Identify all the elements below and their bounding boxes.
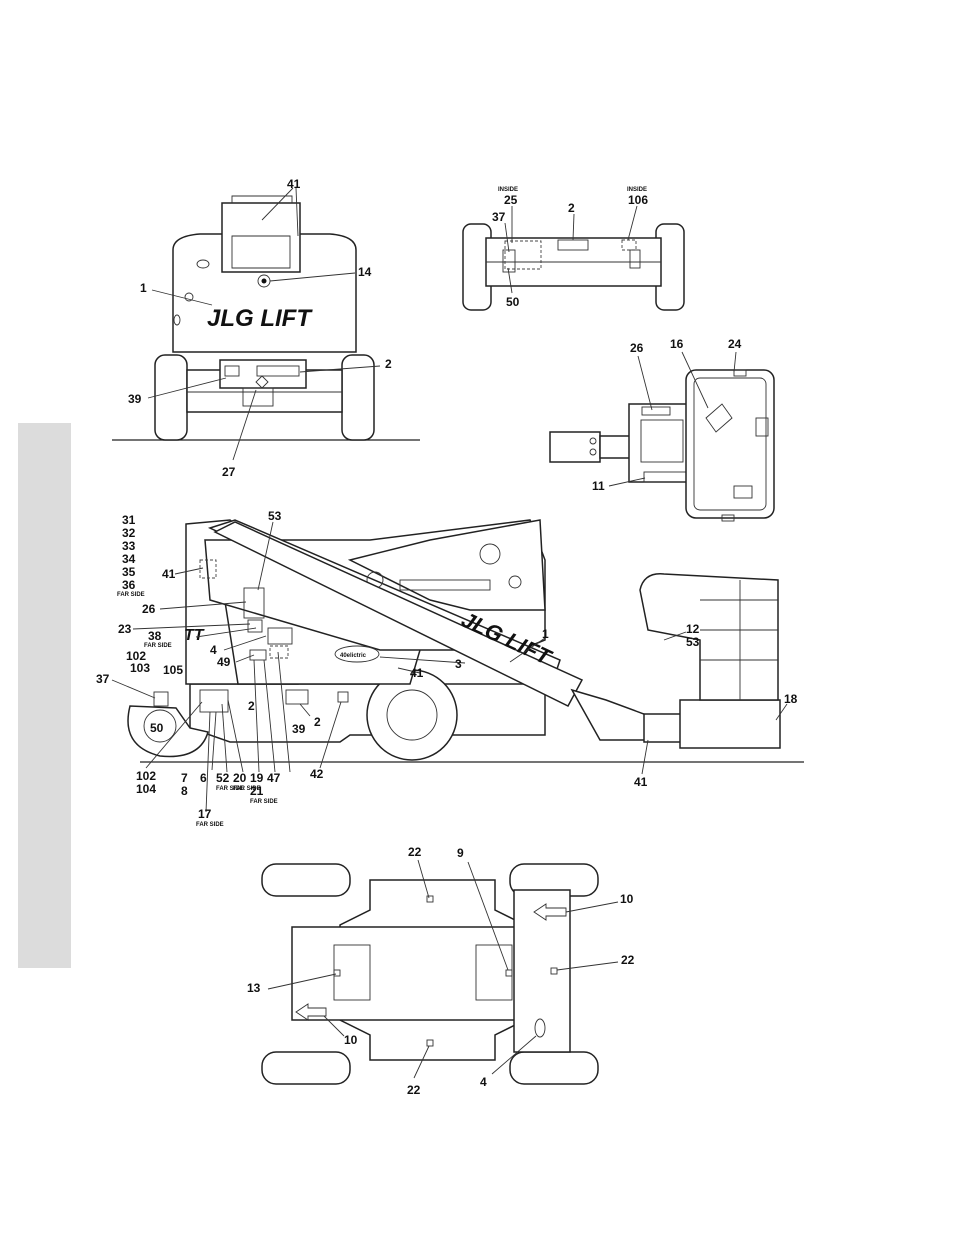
callout-22b: 22 bbox=[621, 953, 635, 967]
callout-42: 42 bbox=[310, 767, 324, 781]
callout-37: 37 bbox=[96, 672, 110, 686]
callout-106: 106 bbox=[628, 193, 648, 207]
callout-31: 31 bbox=[122, 513, 136, 527]
callout-39: 39 bbox=[292, 722, 306, 736]
callout-8: 8 bbox=[181, 784, 188, 798]
callout-24: 24 bbox=[728, 337, 742, 351]
callout-53b: 53 bbox=[686, 635, 700, 649]
callout-2a: 2 bbox=[248, 699, 255, 713]
callout-11: 11 bbox=[592, 479, 605, 493]
callout-22c: 22 bbox=[407, 1083, 421, 1097]
rear-logo-text: JLG LIFT bbox=[207, 305, 313, 332]
top-view: INSIDE INSIDE 25 2 106 37 50 bbox=[463, 187, 684, 310]
turntable-logo-fragment: TT bbox=[184, 627, 205, 644]
callout-34: 34 bbox=[122, 552, 136, 566]
side-view: JLG LIFT 40elictric TT bbox=[96, 509, 804, 828]
rear-view: JLG LIFT 41 14 1 2 39 27 bbox=[112, 177, 420, 479]
callout-13: 13 bbox=[247, 981, 261, 995]
callout-33: 33 bbox=[122, 539, 136, 553]
callout-39: 39 bbox=[128, 392, 142, 406]
callout-1: 1 bbox=[140, 281, 147, 295]
bottom-view: 22 9 10 22 13 10 22 4 bbox=[247, 845, 635, 1097]
callout-9: 9 bbox=[457, 846, 464, 860]
callout-19: 19 bbox=[250, 771, 264, 785]
callout-25: 25 bbox=[504, 193, 518, 207]
callout-17: 17 bbox=[198, 807, 212, 821]
callout-41b: 41 bbox=[410, 666, 424, 680]
far-side-21: FAR SIDE bbox=[250, 799, 278, 805]
callout-32: 32 bbox=[122, 526, 136, 540]
callout-38: 38 bbox=[148, 629, 162, 643]
callout-50: 50 bbox=[150, 721, 164, 735]
callout-6: 6 bbox=[200, 771, 207, 785]
callout-2: 2 bbox=[568, 201, 575, 215]
callout-18: 18 bbox=[784, 692, 798, 706]
callout-4: 4 bbox=[210, 643, 217, 657]
callout-47: 47 bbox=[267, 771, 281, 785]
callout-16: 16 bbox=[670, 337, 684, 351]
callout-41a: 41 bbox=[162, 567, 176, 581]
callout-50: 50 bbox=[506, 295, 520, 309]
callout-53: 53 bbox=[268, 509, 282, 523]
model-badge-text: 40elictric bbox=[340, 653, 367, 659]
callout-10a: 10 bbox=[620, 892, 634, 906]
callout-36: 36 bbox=[122, 578, 136, 592]
callout-41c: 41 bbox=[634, 775, 648, 789]
callout-37: 37 bbox=[492, 210, 506, 224]
callout-10b: 10 bbox=[344, 1033, 358, 1047]
callout-27: 27 bbox=[222, 465, 236, 479]
callout-14: 14 bbox=[358, 265, 372, 279]
callout-104: 104 bbox=[136, 782, 156, 796]
callout-1: 1 bbox=[542, 627, 549, 641]
callout-20: 20 bbox=[233, 771, 247, 785]
far-side-17: FAR SIDE bbox=[196, 822, 224, 828]
callout-102b: 102 bbox=[136, 769, 156, 783]
callout-103: 103 bbox=[130, 661, 150, 675]
callout-4: 4 bbox=[480, 1075, 487, 1089]
far-side-38: FAR SIDE bbox=[144, 643, 172, 649]
callout-23: 23 bbox=[118, 622, 132, 636]
callout-26: 26 bbox=[630, 341, 644, 355]
callout-105: 105 bbox=[163, 663, 183, 677]
callout-2b: 2 bbox=[314, 715, 321, 729]
callout-49: 49 bbox=[217, 655, 231, 669]
far-side-36: FAR SIDE bbox=[117, 592, 145, 598]
callout-3: 3 bbox=[455, 657, 462, 671]
callout-2: 2 bbox=[385, 357, 392, 371]
platform-top-view: 26 16 24 11 bbox=[550, 337, 774, 521]
callout-22a: 22 bbox=[408, 845, 422, 859]
callout-26: 26 bbox=[142, 602, 156, 616]
callout-7: 7 bbox=[181, 771, 188, 785]
callout-35: 35 bbox=[122, 565, 136, 579]
callout-41: 41 bbox=[287, 177, 301, 191]
callout-52: 52 bbox=[216, 771, 230, 785]
callout-21: 21 bbox=[250, 784, 264, 798]
callout-12: 12 bbox=[686, 622, 700, 636]
